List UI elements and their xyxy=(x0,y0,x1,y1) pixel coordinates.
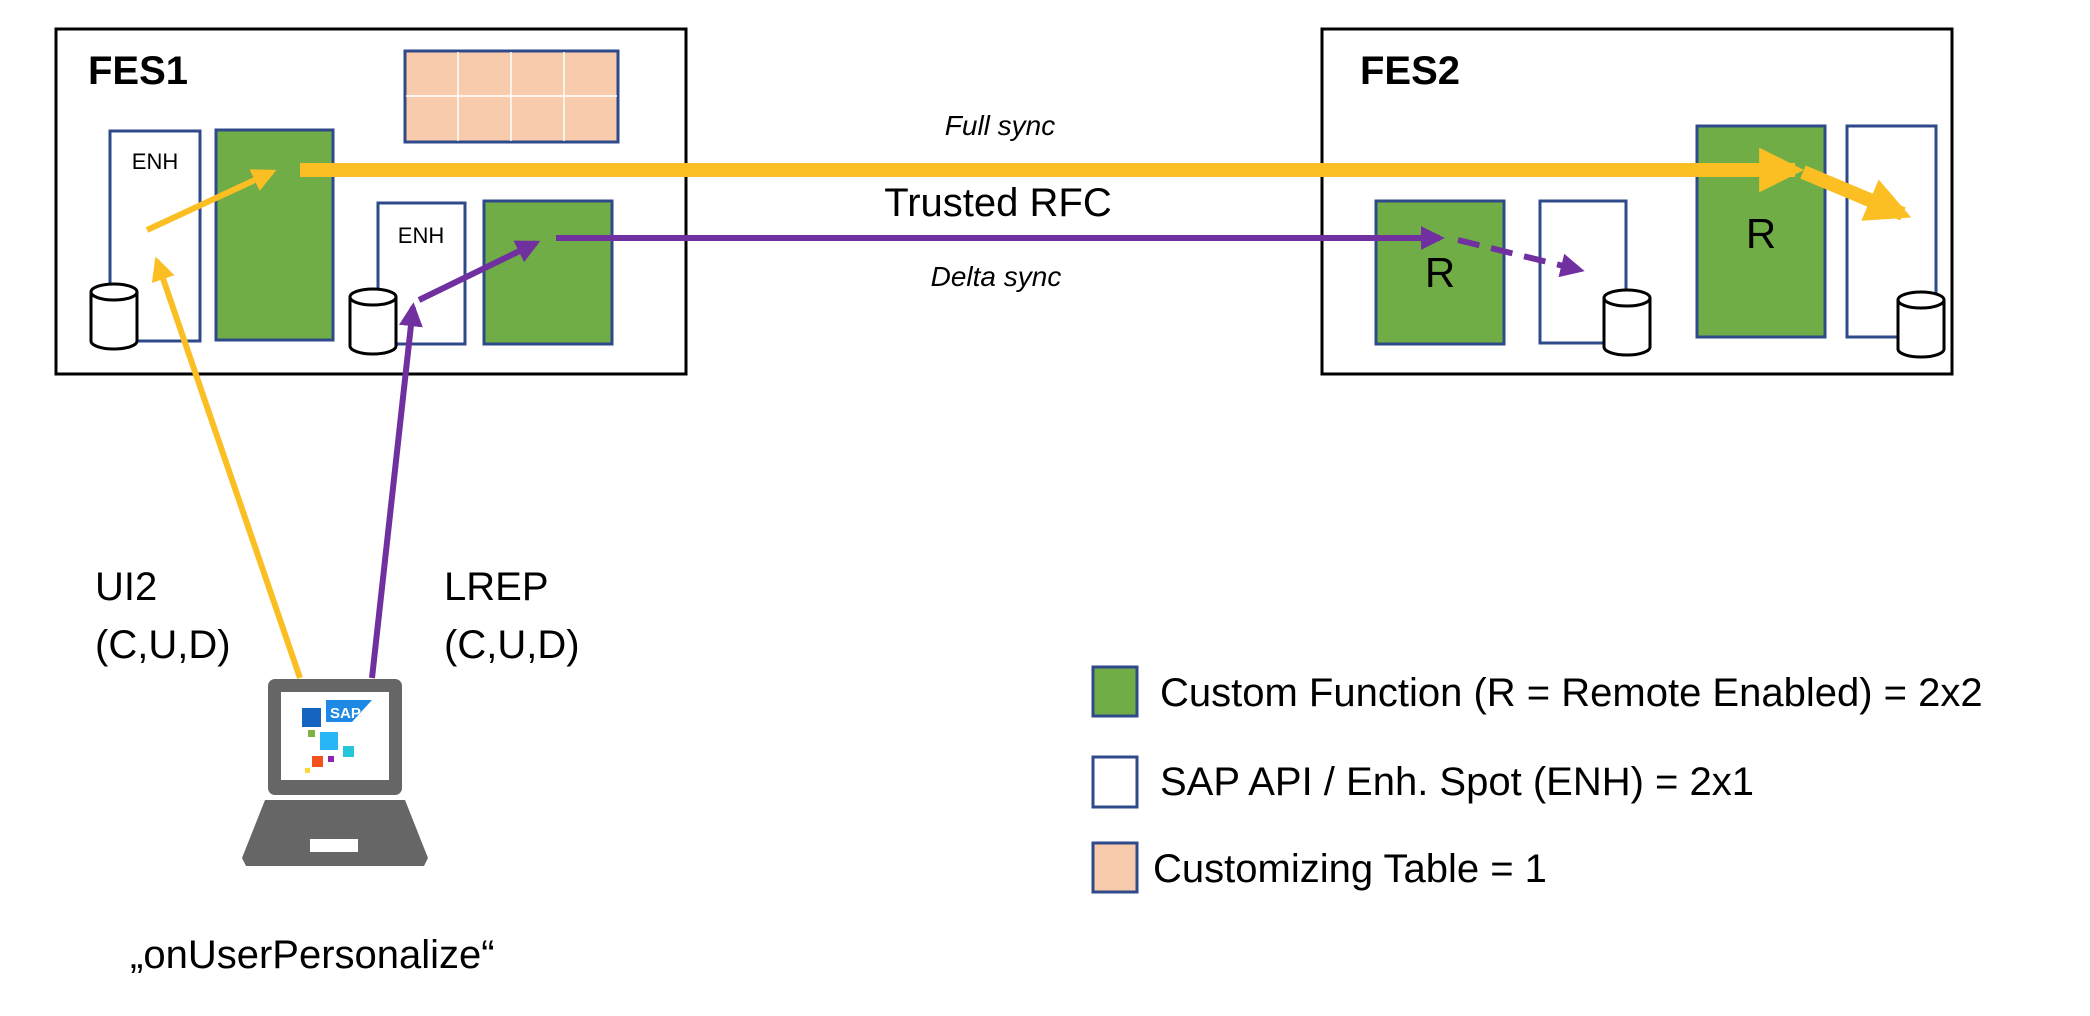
client-caption: „onUserPersonalize“ xyxy=(130,933,495,977)
database-icon xyxy=(1896,290,1946,359)
ui2-label: UI2 xyxy=(95,565,157,609)
sap-logo-text: SAP xyxy=(330,705,361,722)
lrep-label: LREP xyxy=(444,565,549,609)
custom-function-ui2 xyxy=(214,128,335,342)
lrep-operations: (C,U,D) xyxy=(444,623,580,667)
legend: Custom Function (R = Remote Enabled) = 2… xyxy=(1091,665,1983,894)
enh-label: ENH xyxy=(398,223,444,248)
lrep-client-arrow xyxy=(369,302,423,679)
remote-function-delta: R xyxy=(1374,199,1506,346)
custom-function-lrep xyxy=(482,199,614,346)
fes1-title: FES1 xyxy=(88,49,188,93)
ui2-client-arrow xyxy=(151,256,303,679)
enh-spot-ui2: ENH xyxy=(108,129,202,343)
delta-sync-label: Delta sync xyxy=(931,261,1062,292)
delta-internal-arrow xyxy=(1457,237,1585,278)
database-icon xyxy=(1602,288,1652,357)
legend-swatch-customizing-table xyxy=(1091,841,1139,894)
ui2-internal-arrow xyxy=(145,169,277,233)
remote-function-full: R xyxy=(1695,124,1827,339)
database-icon xyxy=(348,287,398,356)
database-icon xyxy=(89,282,139,351)
sap-logo: SAP xyxy=(302,700,372,773)
lrep-internal-arrow xyxy=(417,240,541,303)
legend-label-customizing-table: Customizing Table = 1 xyxy=(1153,847,1547,891)
legend-swatch-sap-api xyxy=(1091,755,1139,809)
legend-label-custom-function: Custom Function (R = Remote Enabled) = 2… xyxy=(1160,671,1983,715)
customizing-table xyxy=(403,49,620,144)
trusted-rfc-label: Trusted RFC xyxy=(884,181,1111,225)
full-internal-arrow xyxy=(1800,165,1912,221)
fes2-title: FES2 xyxy=(1360,49,1460,93)
laptop-icon: SAP xyxy=(242,679,428,866)
legend-label-sap-api: SAP API / Enh. Spot (ENH) = 2x1 xyxy=(1160,760,1754,804)
ui2-operations: (C,U,D) xyxy=(95,623,231,667)
full-sync-label: Full sync xyxy=(945,110,1055,141)
remote-label: R xyxy=(1425,249,1455,296)
fes2-system: FES2 R R xyxy=(1320,27,1954,376)
remote-label: R xyxy=(1746,210,1776,257)
enh-label: ENH xyxy=(132,149,178,174)
fes1-system: FES1 ENH ENH xyxy=(54,27,688,376)
legend-swatch-custom-function xyxy=(1091,665,1139,718)
